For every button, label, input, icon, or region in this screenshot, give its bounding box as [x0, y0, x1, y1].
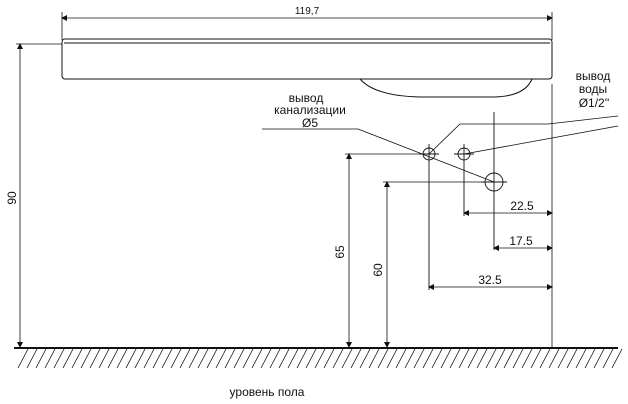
floor-hatch-line: [233, 348, 245, 369]
offset-value-32-5: 32.5: [478, 273, 502, 287]
floor-hatch-line: [71, 348, 83, 369]
drain-label-diameter: Ø5: [302, 116, 318, 130]
floor-hatch-line: [332, 348, 344, 369]
floor-hatch-line: [143, 348, 155, 369]
floor-hatch-line: [467, 348, 479, 369]
floor-hatch-line: [458, 348, 470, 369]
floor-hatch-line: [557, 348, 569, 369]
leader-lines: [262, 115, 619, 183]
floor-hatch-line: [206, 348, 218, 369]
floor-hatch-line: [431, 348, 443, 369]
floor-hatch-line: [134, 348, 146, 369]
floor-hatch-line: [260, 348, 272, 369]
floor-hatch-line: [224, 348, 236, 369]
floor-hatch-line: [179, 348, 191, 369]
floor-hatch-line: [422, 348, 434, 369]
height-value-60: 60: [371, 263, 385, 277]
drain-label-line2: канализации: [274, 103, 346, 117]
floor-hatch-line: [314, 348, 326, 369]
height-dimension-90: [16, 43, 62, 348]
floor-hatch-line: [539, 348, 551, 369]
floor-hatch-line: [251, 348, 263, 369]
width-value: 119,7: [295, 6, 320, 17]
floor-hatch-line: [98, 348, 110, 369]
floor-level-label: уровень пола: [230, 385, 305, 399]
floor-hatch-line: [17, 348, 29, 369]
floor-hatch-line: [287, 348, 299, 369]
floor-hatch-line: [170, 348, 182, 369]
floor-hatch-line: [35, 348, 47, 369]
water-label-line2: воды: [579, 82, 607, 96]
offset-value-17-5: 17.5: [509, 234, 533, 248]
floor-hatch-line: [593, 348, 605, 369]
floor-hatch-line: [413, 348, 425, 369]
floor-hatch-line: [611, 348, 623, 369]
floor-hatch-line: [269, 348, 281, 369]
floor-hatch-line: [368, 348, 380, 369]
floor: [14, 347, 623, 369]
floor-hatch-line: [125, 348, 137, 369]
floor-hatch-line: [242, 348, 254, 369]
floor-hatch-line: [512, 348, 524, 369]
floor-hatch-line: [116, 348, 128, 369]
floor-hatch-line: [530, 348, 542, 369]
floor-hatch-line: [107, 348, 119, 369]
floor-hatch-line: [548, 348, 560, 369]
floor-hatch-line: [395, 348, 407, 369]
floor-hatch-line: [296, 348, 308, 369]
height-dimension-65: [345, 153, 423, 348]
floor-hatch-line: [215, 348, 227, 369]
height-value-65: 65: [333, 245, 347, 259]
floor-hatch-line: [485, 348, 497, 369]
floor-hatch-line: [494, 348, 506, 369]
drain-outlet: [481, 112, 507, 250]
floor-hatch-line: [53, 348, 65, 369]
floor-hatch-line: [386, 348, 398, 369]
water-outlet-left: [419, 144, 439, 290]
floor-hatch-line: [503, 348, 515, 369]
water-outlet-right: [454, 144, 474, 216]
floor-hatch-line: [404, 348, 416, 369]
floor-hatch-line: [161, 348, 173, 369]
floor-hatch-line: [44, 348, 56, 369]
width-dimension: [61, 12, 553, 40]
offset-value-22-5: 22.5: [510, 199, 534, 213]
floor-hatch-line: [584, 348, 596, 369]
height-dimension-60: [383, 181, 485, 348]
floor-hatch-line: [323, 348, 335, 369]
floor-hatch-line: [359, 348, 371, 369]
water-label-diameter: Ø1/2'': [579, 96, 610, 110]
floor-hatch-line: [521, 348, 533, 369]
height-value-90: 90: [5, 191, 19, 205]
floor-hatch-line: [449, 348, 461, 369]
floor-hatch-line: [80, 348, 92, 369]
floor-hatch-line: [341, 348, 353, 369]
basin: [61, 38, 553, 98]
floor-hatch-line: [278, 348, 290, 369]
floor-hatch-line: [575, 348, 587, 369]
floor-hatch-line: [476, 348, 488, 369]
floor-hatch-line: [152, 348, 164, 369]
floor-hatch-line: [188, 348, 200, 369]
floor-hatch-line: [197, 348, 209, 369]
floor-hatch-line: [440, 348, 452, 369]
floor-hatch-line: [89, 348, 101, 369]
floor-hatch-line: [350, 348, 362, 369]
floor-hatch-line: [602, 348, 614, 369]
water-label-line1: вывод: [576, 69, 611, 83]
floor-hatch-line: [377, 348, 389, 369]
drain-label-line1: вывод: [289, 91, 324, 105]
floor-hatch-line: [566, 348, 578, 369]
floor-hatch-line: [26, 348, 38, 369]
floor-hatch-line: [62, 348, 74, 369]
floor-hatch-line: [305, 348, 317, 369]
